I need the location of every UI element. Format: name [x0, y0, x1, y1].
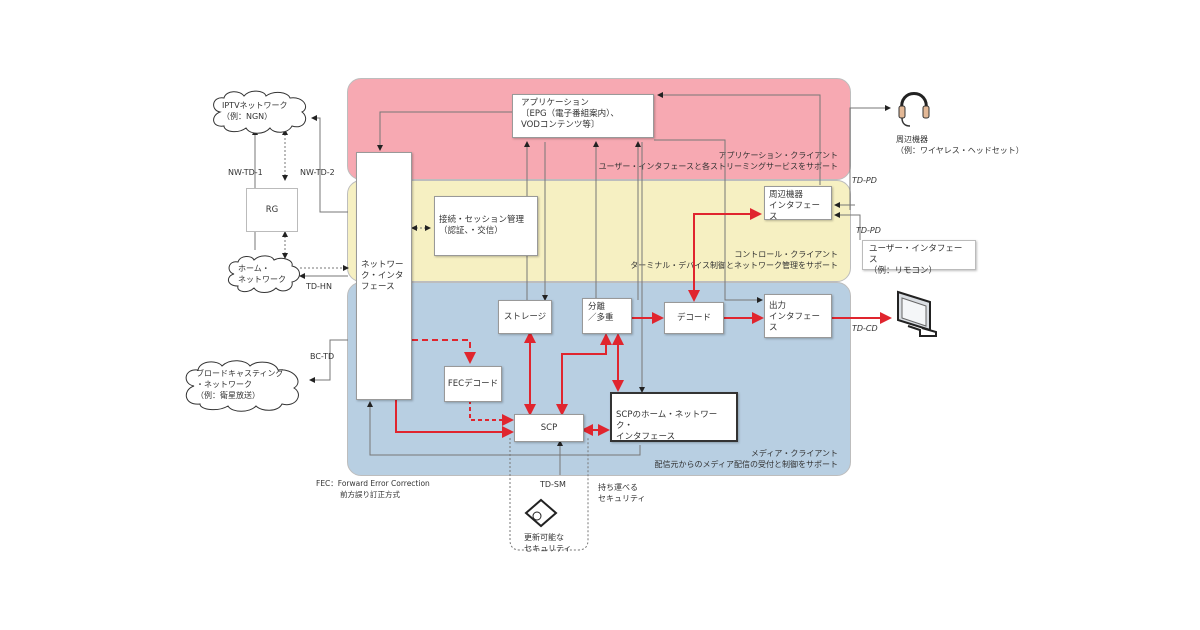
headset-line-2: （例：ワイヤレス・ヘッドセット）: [896, 146, 1024, 155]
broadcast-line-1: ブロードキャスティング: [196, 369, 284, 378]
decode-label: デコード: [676, 312, 711, 323]
scp-home-line-1: SCPのホーム・ネットワーク・: [616, 410, 718, 431]
application-line-1: アプリケーション: [521, 98, 589, 108]
broadcast-line-2: ・ネットワーク: [196, 380, 252, 389]
line-tdpd-bottom: [834, 212, 861, 240]
scp-label: SCP: [540, 422, 558, 433]
session-management-box[interactable]: 接続・セッション管理 （認証、・交信）: [434, 196, 538, 256]
zone-media-title: メディア・クライアント: [750, 449, 838, 458]
fec-note-line-2: 前方誤り訂正方式: [340, 490, 400, 499]
zone-media-subtitle: 配信元からのメディア配信の受付と制御をサポート: [654, 460, 838, 469]
rg-box[interactable]: RG: [246, 188, 298, 232]
peripheral-if-line-1: 周辺機器: [769, 190, 804, 200]
peripheral-if-line-2: インタフェース: [769, 201, 821, 222]
storage-label: ストレージ: [503, 311, 547, 322]
scp-box[interactable]: SCP: [514, 414, 584, 442]
fec-decode-label: FECデコード: [447, 378, 499, 389]
ni-line-3: フェース: [361, 281, 395, 292]
broadcast-line-3: （例：衛星放送）: [196, 391, 260, 400]
session-line-1: 接続・セッション管理: [439, 215, 525, 225]
network-interface-box[interactable]: ネットワー ク・インタ フェース: [356, 152, 412, 400]
decode-box[interactable]: デコード: [664, 302, 724, 334]
tv-display-icon: [897, 290, 937, 337]
td-cd-label: TD-CD: [852, 324, 878, 333]
home-line-1: ホーム・: [238, 264, 270, 273]
nw-td1-label: NW-TD-1: [228, 168, 263, 177]
portable-security-line-1: 持ち運べる: [598, 483, 638, 492]
fec-note-line-1: FEC：Forward Error Correction: [316, 479, 430, 488]
bc-td-label: BC-TD: [310, 352, 335, 361]
line-bottom-loop: [367, 401, 641, 456]
storage-box[interactable]: ストレージ: [498, 300, 552, 334]
broadcast-network-text: ブロードキャスティング ・ネットワーク （例：衛星放送）: [196, 368, 284, 401]
line-ni-fec: [412, 339, 476, 364]
line-scp-demux: [556, 333, 612, 416]
broadcast-network-cloud: [185, 360, 299, 412]
security-bracket: [509, 438, 589, 551]
td-pd-bottom-label: TD-PD: [856, 226, 881, 235]
td-pd-top-label: TD-PD: [852, 176, 877, 185]
line-app-ni: [377, 111, 512, 151]
headset-text: 周辺機器 （例：ワイヤレス・ヘッドセット）: [896, 134, 1024, 156]
ni-line-2: ク・インタ: [361, 270, 404, 281]
application-box[interactable]: アプリケーション 〔EPG（電子番組案内）、 VODコンテンツ等〕: [512, 94, 654, 138]
zone-control-title: コントロール・クライアント: [734, 250, 838, 259]
output-if-line-1: 出力: [769, 301, 787, 311]
iptv-network-cloud: [213, 90, 307, 134]
home-network-text: ホーム・ ネットワーク: [238, 263, 286, 285]
line-ni-scp: [395, 400, 514, 438]
zone-application-title: アプリケーション・クライアント: [718, 151, 838, 160]
td-sm-label: TD-SM: [540, 480, 566, 489]
home-line-2: ネットワーク: [238, 275, 286, 284]
line-output: [654, 139, 763, 303]
line-fec-scp: [469, 400, 514, 426]
line-headset: [849, 105, 891, 210]
security-module-icon: [524, 498, 558, 528]
fec-decode-box[interactable]: FECデコード: [444, 366, 502, 402]
user-if-line-1: ユーザー・インタフェース: [869, 244, 963, 265]
headset-line-1: 周辺機器: [896, 135, 928, 144]
demux-box[interactable]: 分離 ／多重: [582, 298, 632, 334]
user-interface-box[interactable]: ユーザー・インタフェース （例：リモコン）: [862, 240, 976, 276]
portable-security-note: 持ち運べる セキュリティ: [598, 482, 646, 504]
renewable-security-line-1: 更新可能な: [524, 533, 564, 542]
iptv-line-1: IPTVネットワーク: [222, 101, 288, 110]
session-line-2: （認証、・交信）: [439, 226, 503, 236]
demux-line-2: ／多重: [588, 313, 614, 323]
scp-home-line-2: インタフェース: [616, 432, 676, 442]
nw-td2-label: NW-TD-2: [300, 168, 335, 177]
td-hn-label: TD-HN: [306, 282, 332, 291]
home-network-cloud: [228, 255, 300, 293]
scp-home-network-interface-box[interactable]: SCPのホーム・ネットワーク・ インタフェース: [610, 392, 738, 442]
iptv-line-2: （例：NGN）: [222, 112, 273, 121]
fec-note: FEC：Forward Error Correction 前方誤り訂正方式: [316, 478, 430, 500]
user-if-line-2: （例：リモコン）: [869, 266, 938, 276]
portable-security-line-2: セキュリティ: [598, 494, 646, 503]
zone-application-subtitle: ユーザー・インタフェースと各ストリーミングサービスをサポート: [598, 162, 838, 171]
renewable-security-line-2: セキュリティ: [524, 544, 572, 553]
output-interface-box[interactable]: 出力 インタフェース: [764, 294, 832, 338]
line-bc-td: [309, 339, 348, 383]
application-line-2: 〔EPG（電子番組案内）、: [521, 109, 619, 119]
zone-media-caption: メディア・クライアント 配信元からのメディア配信の受付と制御をサポート: [655, 448, 838, 470]
line-peri-app: [657, 92, 821, 185]
application-line-3: VODコンテンツ等〕: [521, 120, 600, 130]
line-decode-peri: [688, 208, 762, 302]
output-if-line-2: インタフェース: [769, 312, 821, 333]
renewable-security-text: 更新可能な セキュリティ: [524, 532, 572, 554]
headset-icon: [898, 92, 930, 127]
demux-line-1: 分離: [588, 302, 606, 312]
line-nw-td2: [311, 115, 348, 213]
zone-application-caption: アプリケーション・クライアント ユーザー・インタフェースと各ストリーミングサービ…: [599, 150, 838, 172]
iptv-network-text: IPTVネットワーク （例：NGN）: [222, 100, 288, 122]
peripheral-interface-box[interactable]: 周辺機器 インタフェース: [764, 186, 832, 222]
ni-line-1: ネットワー: [361, 259, 404, 270]
rg-label: RG: [265, 204, 279, 215]
